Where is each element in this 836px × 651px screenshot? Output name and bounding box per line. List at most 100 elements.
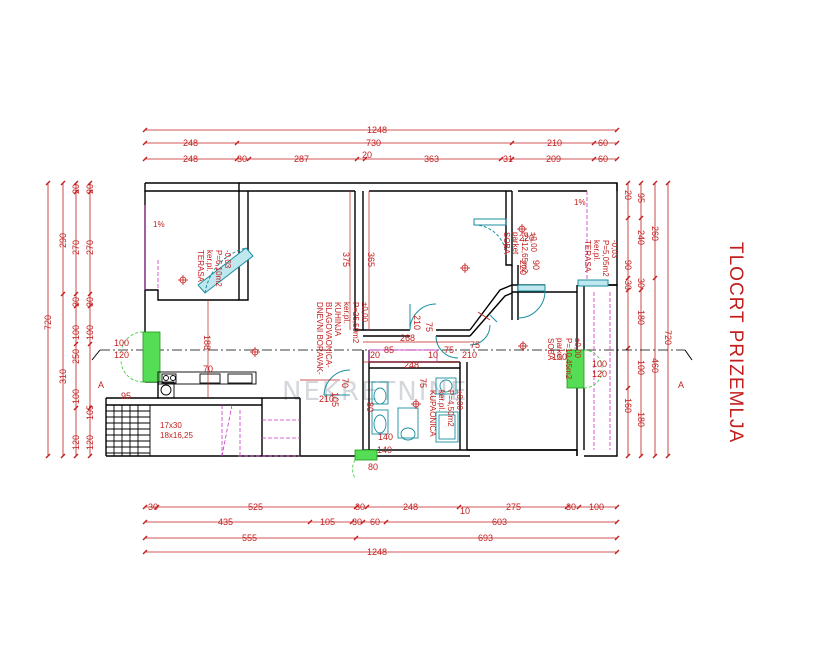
dim-right-in-6: 180 <box>636 412 646 427</box>
room-line-2: BLAGOVAONICA- <box>324 302 333 368</box>
dim-int-210c: 210 <box>319 394 334 404</box>
dim-bot-r2-4: 60 <box>370 517 380 527</box>
level-markers <box>178 224 528 409</box>
slope-mark-left: 1% <box>153 220 165 229</box>
dim-top-r3-5: 363 <box>424 154 439 164</box>
dim-top-r3-8: 60 <box>598 154 608 164</box>
room-name: SOBA <box>502 232 511 255</box>
dim-top-r3-4: 20 <box>362 150 372 160</box>
dim-int-90: 90 <box>531 260 541 270</box>
room-area: P=12,65m2 <box>520 232 529 274</box>
dim-bot-r1-8: 100 <box>589 502 604 512</box>
dim-top-d: 60 <box>598 138 608 148</box>
room-terasa-left: TERASA ker.pl. P=6,10m2 -0,03 <box>196 250 232 287</box>
dim-int-220a: 220 <box>519 233 534 243</box>
dim-int-80b: 80 <box>368 462 378 472</box>
room-level: ±0,00 <box>573 338 582 359</box>
dim-int-268: 268 <box>400 333 415 343</box>
dim-int-10: 10 <box>428 350 438 360</box>
dim-int-75d: 75 <box>444 345 454 355</box>
slope-mark-right: 1% <box>574 198 586 207</box>
dim-bot-r1-7: 30 <box>566 502 576 512</box>
dim-int-95: 95 <box>121 391 131 401</box>
drawing-title: TLOCRT PRIZEMLJA <box>725 242 746 443</box>
dim-int-248: 248 <box>404 360 419 370</box>
dim-right-in-5: 100 <box>636 360 646 375</box>
dim-left-in-2: 270 <box>71 240 81 255</box>
right-dimension-chains <box>625 180 671 459</box>
dim-int-20: 20 <box>370 350 380 360</box>
dim-bot-total: 1248 <box>367 547 387 557</box>
dim-int-120a: 120 <box>114 350 129 360</box>
dim-int-75a: 75 <box>424 322 434 332</box>
dim-top-c: 210 <box>547 138 562 148</box>
room-floor: ker.pl. <box>342 302 351 323</box>
dim-left-in2-1: 20 <box>85 184 95 194</box>
room-area: P=4,50m2 <box>446 390 455 427</box>
window-arcs <box>120 331 603 479</box>
dim-left-in2-2: 270 <box>85 240 95 255</box>
dim-right-in-3: 30 <box>636 278 646 288</box>
dim-int-100a: 100 <box>114 338 129 348</box>
dim-bot-r1-6: 275 <box>506 502 521 512</box>
dim-int-120b: 120 <box>592 369 607 379</box>
dim-bot-r2-2: 105 <box>320 517 335 527</box>
room-area: P=25,50m2 <box>351 302 360 344</box>
room-terasa-right: TERASA ker.pl. P=5,05m2 -0,03 <box>583 240 619 277</box>
room-soba-2: SOBA parket P=10,45m2 ±0,00 <box>546 338 582 380</box>
room-floor: ker.pl. <box>592 240 601 261</box>
bathroom-fixtures <box>371 377 459 443</box>
room-living: DNEVNI BORAVAK- BLAGOVAONICA- KUHINJA ke… <box>315 302 369 375</box>
room-area: P=10,45m2 <box>564 338 573 380</box>
dim-int-220b: 220 <box>518 260 528 275</box>
interior-dimension-lines <box>207 191 470 398</box>
dim-int-375: 375 <box>341 252 351 267</box>
room-level: -0,03 <box>223 250 232 269</box>
room-name: DNEVNI BORAVAK- <box>315 302 324 375</box>
bottom-dimension-chains <box>142 504 620 555</box>
dim-top-total: 1248 <box>367 125 387 135</box>
dim-int-105: 105 <box>330 392 340 407</box>
section-marker-right: A <box>678 380 684 390</box>
dim-right-in-4: 180 <box>636 310 646 325</box>
dim-left-mid-2: 310 <box>58 369 68 384</box>
dim-top-r3-1: 248 <box>183 154 198 164</box>
dim-right-mid-2: 460 <box>650 358 660 373</box>
room-level: -0,03 <box>610 240 619 259</box>
dim-bot-r2-1: 435 <box>218 517 233 527</box>
dim-right-in-1: 95 <box>636 193 646 203</box>
room-floor: ker.pl. <box>437 390 446 411</box>
dim-bot-r3-2: 693 <box>478 533 493 543</box>
staircase <box>105 404 222 456</box>
dim-int-100b: 100 <box>592 359 607 369</box>
stair-note-1: 17x30 <box>160 421 182 430</box>
dim-right-in2-3: 30 <box>623 280 633 290</box>
dim-top-r3-2: 30 <box>237 154 247 164</box>
dim-left-in-3: 30 <box>71 297 81 307</box>
dim-right-in2-2: 90 <box>623 260 633 270</box>
dim-right-in-2: 240 <box>636 230 646 245</box>
dim-left-in-5: 250 <box>71 349 81 364</box>
dim-int-365: 365 <box>366 252 376 267</box>
dim-top-r3-6: 31 <box>503 154 513 164</box>
dim-left-in-6: 100 <box>71 389 81 404</box>
hatched-areas <box>157 191 611 457</box>
doors <box>197 218 609 396</box>
dim-int-70b: 70 <box>203 364 213 374</box>
dim-bot-r3-1: 555 <box>242 533 257 543</box>
dim-int-80a: 80 <box>365 402 375 412</box>
section-marker-left: A <box>98 380 104 390</box>
dim-left-mid-1: 290 <box>58 233 68 248</box>
room-name: TERASA <box>583 240 592 273</box>
stair-note-2: 18x16,25 <box>160 431 193 440</box>
dim-left-in-4: 100 <box>71 325 81 340</box>
room-soba-1: SOBA parket P=12,65m2 ±0,00 <box>502 232 538 274</box>
dim-left-in2-5: 105 <box>85 405 95 420</box>
dim-left-in-1: 20 <box>71 184 81 194</box>
top-dimension-chains <box>142 127 620 162</box>
dim-int-140a: 140 <box>378 432 393 442</box>
kitchen-counter <box>157 371 257 399</box>
dim-bot-r2-5: 603 <box>492 517 507 527</box>
dim-bot-r1-2: 525 <box>248 502 263 512</box>
dim-right-mid-1: 260 <box>650 226 660 241</box>
